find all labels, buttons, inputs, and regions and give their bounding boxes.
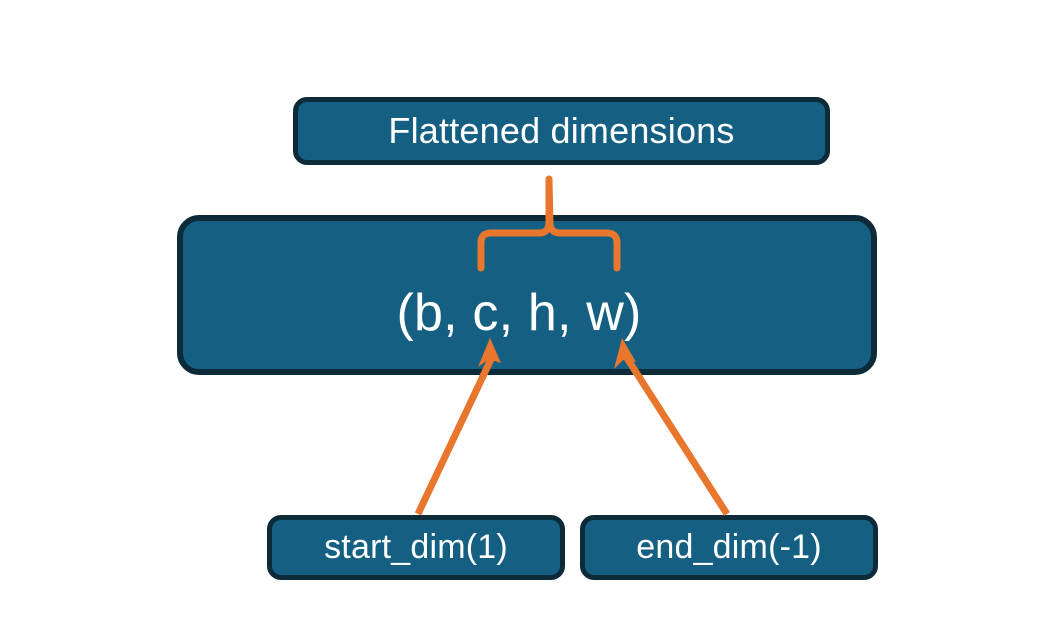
end-dim-label: end_dim(-1)	[636, 528, 822, 566]
start-dim-label: start_dim(1)	[324, 528, 508, 566]
tensor-shape-label: (b, c, h, w)	[396, 284, 642, 342]
flattened-dimensions-box: Flattened dimensions	[293, 97, 830, 165]
flattened-dimensions-label: Flattened dimensions	[388, 110, 735, 151]
tensor-shape-box: (b, c, h, w)	[177, 215, 877, 375]
start-dim-box: start_dim(1)	[267, 515, 565, 580]
end-dim-box: end_dim(-1)	[580, 515, 878, 580]
